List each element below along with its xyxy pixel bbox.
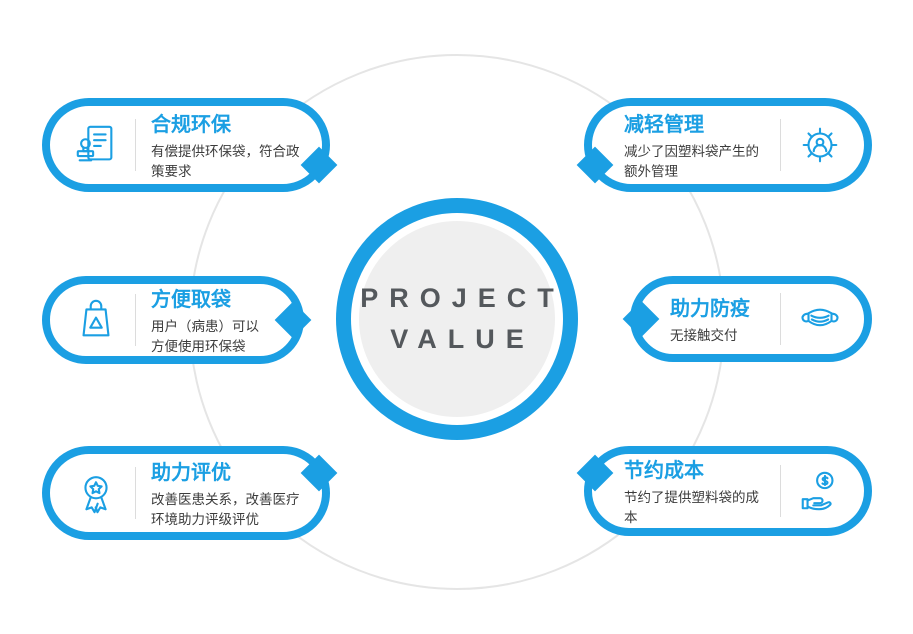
- divider: [780, 465, 781, 517]
- card-cost-saving: 节约成本 节约了提供塑料袋的成本: [576, 446, 872, 536]
- card-title: 合规环保: [151, 113, 231, 136]
- card-title: 助力评优: [151, 461, 231, 484]
- divider: [780, 293, 781, 345]
- divider: [135, 467, 136, 519]
- divider: [135, 294, 136, 346]
- face-mask-icon: [796, 295, 844, 343]
- card-desc: 无接触交付: [670, 327, 738, 343]
- card-title: 助力防疫: [670, 297, 750, 320]
- card-desc: 改善医患关系，改善医疗环境助力评级评优: [151, 491, 300, 527]
- card-title: 方便取袋: [151, 288, 231, 311]
- gear-user-icon: [796, 121, 844, 169]
- stamp-certificate-icon: [72, 121, 120, 169]
- recycle-bag-icon: [72, 296, 120, 344]
- award-medal-icon: [72, 469, 120, 517]
- card-convenience: 方便取袋 用户（病患）可以方便使用环保袋: [42, 276, 312, 364]
- card-title: 节约成本: [624, 459, 704, 482]
- card-desc: 减少了因塑料袋产生的额外管理: [624, 143, 759, 179]
- center-circle-inner: PROJECT VALUE: [359, 221, 555, 417]
- card-evaluation: 助力评优 改善医患关系，改善医疗环境助力评级评优: [42, 446, 338, 540]
- card-compliance: 合规环保 有偿提供环保袋，符合政策要求: [42, 98, 338, 192]
- card-title: 减轻管理: [624, 113, 704, 136]
- divider: [780, 119, 781, 171]
- card-epidemic-prevention: 助力防疫 无接触交付: [622, 276, 872, 362]
- center-title-line1: PROJECT: [360, 283, 565, 313]
- divider: [135, 119, 136, 171]
- card-desc: 用户（病患）可以方便使用环保袋: [151, 318, 259, 354]
- center-title-line2: VALUE: [390, 324, 535, 354]
- hand-dollar-icon: [796, 467, 844, 515]
- card-desc: 有偿提供环保袋，符合政策要求: [151, 143, 300, 179]
- card-management: 减轻管理 减少了因塑料袋产生的额外管理: [576, 98, 872, 192]
- center-circle: PROJECT VALUE: [336, 198, 578, 440]
- card-desc: 节约了提供塑料袋的成本: [624, 489, 759, 525]
